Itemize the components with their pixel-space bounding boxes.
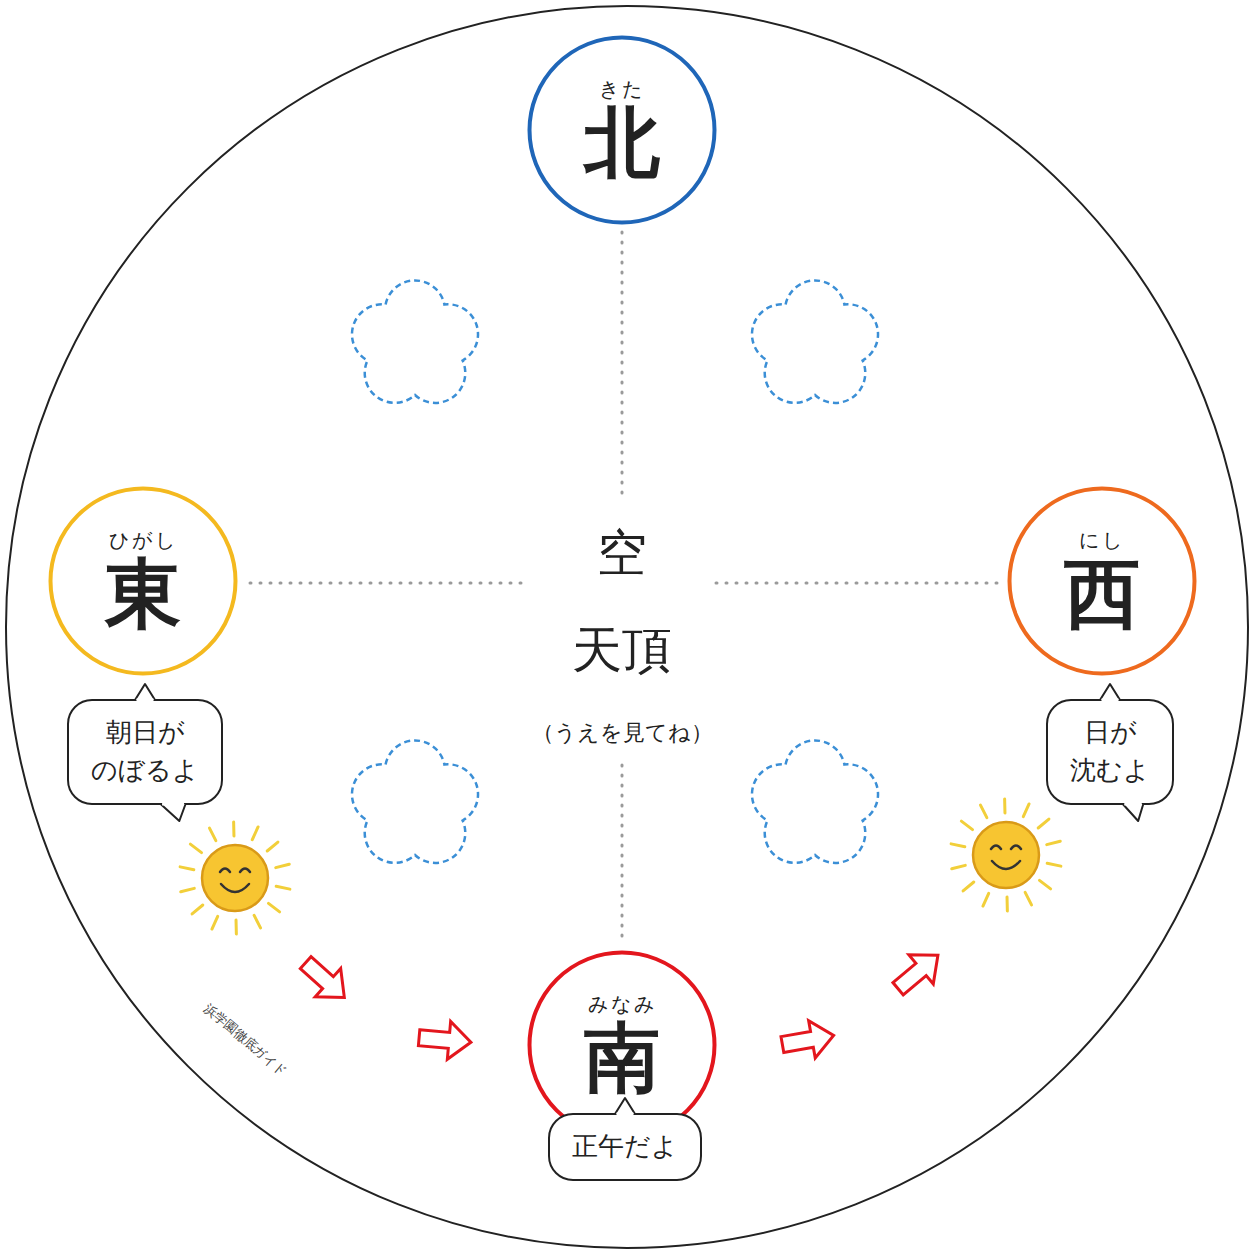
block-arrow <box>417 1019 472 1061</box>
tail-gap <box>162 803 184 806</box>
pointer-gap <box>137 699 154 702</box>
sun-ray <box>192 905 203 914</box>
speech-bubble: 朝日が のぼるよ <box>67 699 223 805</box>
block-arrow <box>779 1017 837 1063</box>
pointer-gap <box>617 1113 634 1116</box>
sun-ray <box>190 844 201 852</box>
block-arrow <box>886 941 950 1004</box>
bubble-border <box>549 1114 701 1180</box>
sky-circle <box>6 6 1248 1248</box>
sun-ray <box>252 827 258 840</box>
sun-ray <box>1047 841 1061 844</box>
direction-kanji: 南 <box>584 1018 660 1098</box>
sun-ray <box>235 920 238 934</box>
sun-ray <box>1003 799 1006 813</box>
furigana: きた <box>599 78 645 101</box>
circle-border <box>1010 489 1195 674</box>
bubble-border <box>68 700 222 804</box>
center-label: 空 <box>597 526 647 581</box>
bubble-outline <box>67 699 223 805</box>
direction-circle: きた北 <box>527 35 717 225</box>
sun-ray <box>1006 897 1009 911</box>
cloud <box>752 740 878 862</box>
bubble-outline <box>1046 699 1174 805</box>
sun-ray <box>1025 892 1031 904</box>
sun-ray <box>180 867 194 870</box>
sun-ray <box>276 886 290 889</box>
smile <box>991 846 1021 870</box>
cloud <box>352 740 478 862</box>
direction-circle: にし西 <box>1007 486 1197 676</box>
bubble-text: 朝日が のぼるよ <box>91 714 199 789</box>
sun-ray <box>268 903 279 911</box>
guide-line <box>621 765 624 945</box>
furigana: ひがし <box>109 529 178 552</box>
center-label: 天頂 <box>572 623 672 678</box>
cloud <box>752 280 878 402</box>
bubble-text: 日が 沈むよ <box>1070 714 1150 789</box>
guide-line <box>250 582 528 585</box>
speech-bubble: 正午だよ <box>548 1113 702 1181</box>
sun-rays <box>951 799 1061 911</box>
guide-line <box>716 582 998 585</box>
direction-circle: ひがし東 <box>48 486 238 676</box>
dotted-guides <box>250 232 998 945</box>
sun-ray <box>1038 819 1049 828</box>
clouds <box>352 280 878 862</box>
center-label: （うえを見てね） <box>532 721 713 745</box>
furigana: みなみ <box>588 993 657 1016</box>
sun-ray <box>209 828 215 840</box>
sun-ray <box>1039 880 1050 888</box>
sun-ray <box>1047 863 1061 866</box>
sun-face <box>973 822 1039 888</box>
sun <box>951 799 1061 911</box>
bubble-pointer <box>135 684 155 700</box>
bubble-border <box>1047 700 1173 804</box>
sun-ray <box>267 842 278 851</box>
sun-ray <box>980 805 986 817</box>
sun <box>180 822 290 934</box>
tail-gap <box>1124 803 1141 806</box>
furigana: にし <box>1079 529 1125 552</box>
sun-ray <box>961 821 972 829</box>
cloud <box>352 280 478 402</box>
direction-kanji: 北 <box>584 103 660 183</box>
sun-face <box>202 845 268 911</box>
bubble-text: 正午だよ <box>572 1128 678 1166</box>
circle-border <box>530 38 715 223</box>
sun-rays <box>180 822 290 934</box>
direction-kanji: 西 <box>1064 554 1140 634</box>
circle-border <box>51 489 236 674</box>
bubble-tail <box>161 804 186 821</box>
sun-ray <box>951 844 965 847</box>
circle-border <box>530 953 715 1138</box>
bubble-tail <box>1123 804 1143 821</box>
sun-ray <box>952 865 966 868</box>
bubble-pointer <box>615 1098 635 1114</box>
watermark: 浜学園徹底ガイド <box>201 1001 290 1079</box>
sun-ray <box>963 882 974 891</box>
bubble-pointer <box>1100 684 1120 700</box>
sun-ray <box>181 888 195 891</box>
sun-ray <box>232 822 235 836</box>
sun-ray <box>983 893 989 906</box>
smile <box>220 869 250 893</box>
sun-ray <box>212 916 218 929</box>
guide-line <box>621 232 624 495</box>
direction-kanji: 東 <box>105 554 181 634</box>
speech-bubble: 日が 沈むよ <box>1046 699 1174 805</box>
pointer-gap <box>1102 699 1119 702</box>
sun-ray <box>276 864 290 867</box>
block-arrow <box>293 948 357 1011</box>
sun-ray <box>1023 804 1029 817</box>
sun-ray <box>254 915 260 927</box>
